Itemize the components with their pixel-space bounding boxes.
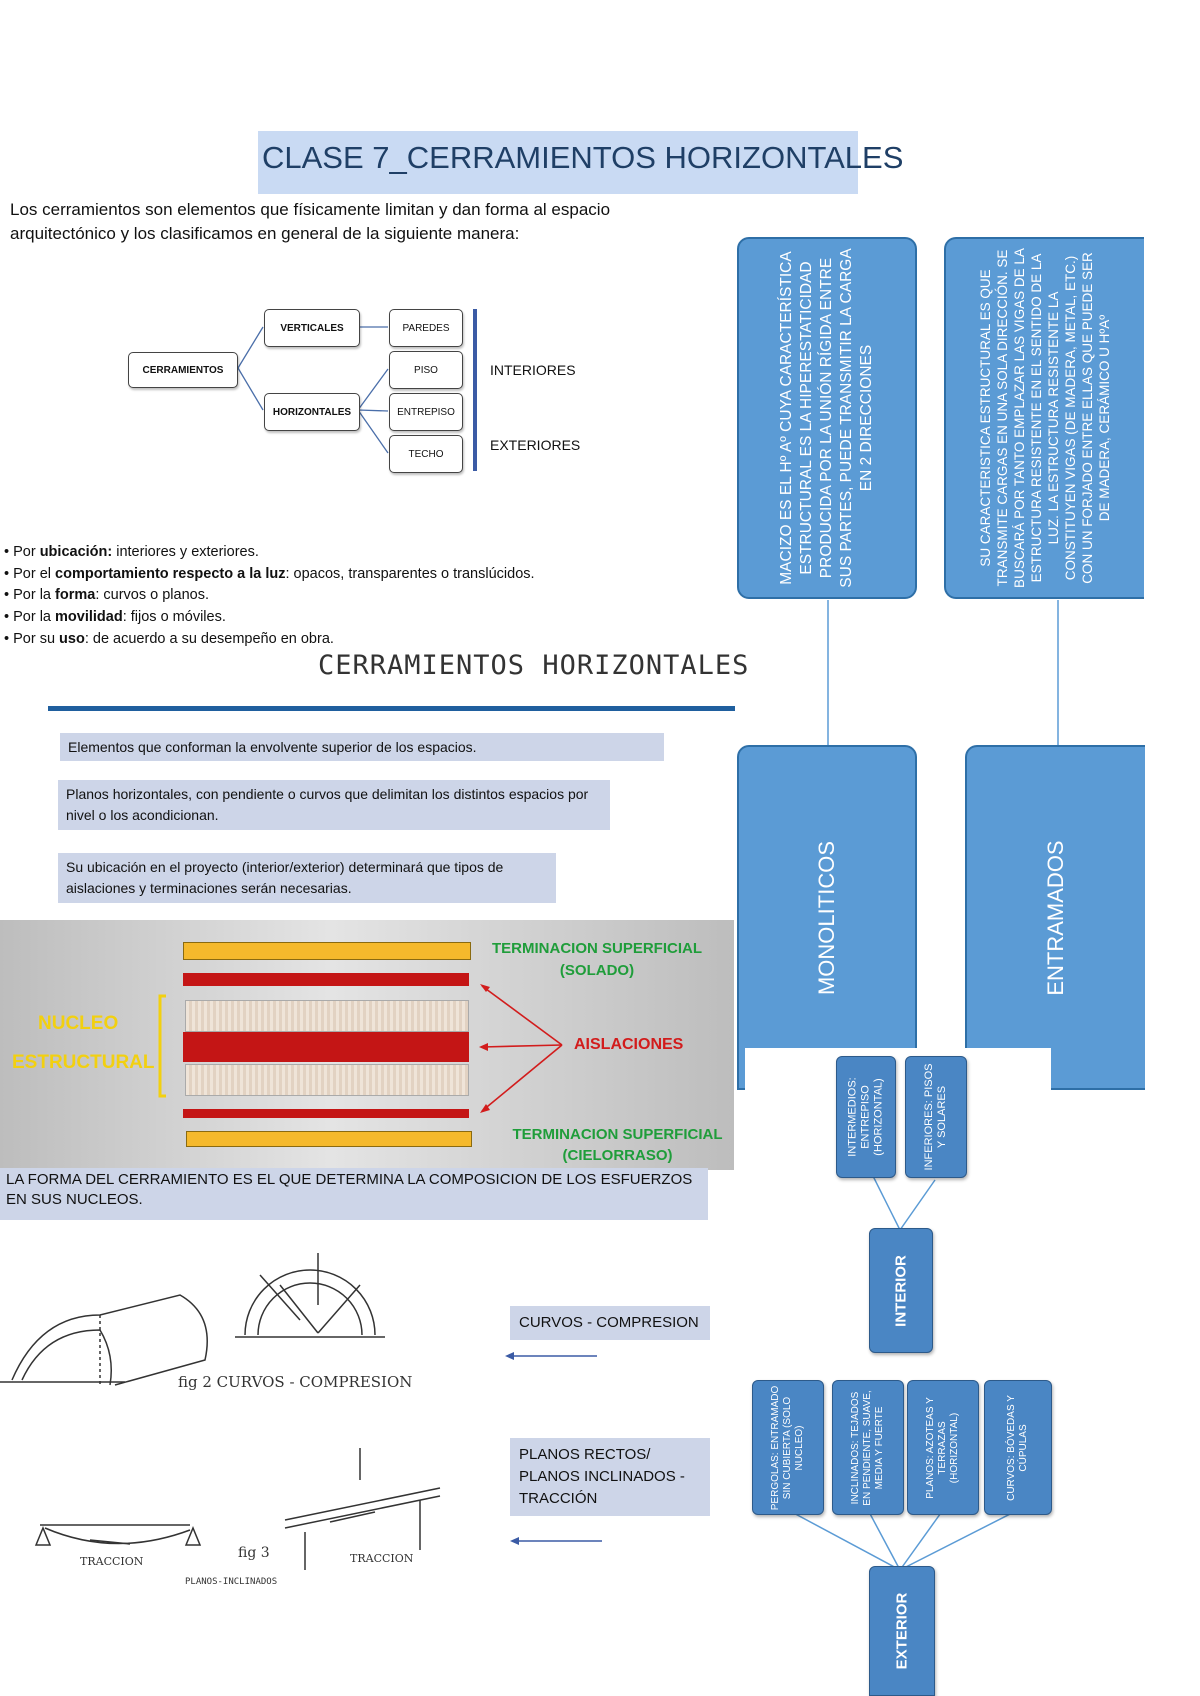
tree-connectors [237,326,389,454]
sketch-traccion-2: TRACCION [350,1552,414,1565]
tree-node-horizontales: HORIZONTALES [264,393,360,431]
section-title: CERRAMIENTOS HORIZONTALES [318,650,750,681]
arrow-left-icon [510,1537,602,1545]
layer-top-finish [183,942,471,960]
tree-node-paredes: PAREDES [389,309,463,347]
sketch-planos [34,1448,441,1570]
classification-bullets: Por ubicación: interiores y exteriores. … [4,542,535,651]
inferiores-box: INFERIORES: PISOS Y SOLARES [905,1056,967,1178]
box-cutout [745,1048,1051,1094]
label-bottom-finish: TERMINACION SUPERFICIAL(CIELORRASO) [512,1126,723,1164]
layers-diagram: TERMINACION SUPERFICIAL(SOLADO) NUCLEO E… [0,920,734,1170]
label-planos-traccion: PLANOS RECTOS/ PLANOS INCLINADOS - TRACC… [510,1438,710,1516]
exterior-box: EXTERIOR [869,1566,935,1696]
layer-core-insulation [183,1032,469,1062]
sketch-caption-fig3: fig 3 [238,1545,270,1561]
bullet-item: Por el comportamiento respecto a la luz:… [4,564,534,586]
monoliticos-box: MONOLITICOS [737,745,917,1090]
curvos-box: CURVOS: BÓVEDAS Y CÚPULAS [984,1380,1052,1515]
tree-node-piso: PISO [389,351,463,389]
bullet-item: Por su uso: de acuerdo a su desempeño en… [4,629,535,651]
macizo-description-box: MACIZO ES EL Hº Aº CUYA CARACTERÍSTICA E… [737,237,917,599]
bullet-item: Por la forma: curvos o planos. [4,585,535,607]
forma-statement: LA FORMA DEL CERRAMIENTO ES EL QUE DETER… [0,1168,708,1220]
label-top-finish: TERMINACION SUPERFICIAL(SOLADO) [492,940,702,979]
layer-top-insulation [183,973,469,986]
info-band-2: Planos horizontales, con pendiente o cur… [58,780,610,830]
planos-box: PLANOS: AZOTEAS Y TERRAZAS (HORIZONTAL) [907,1380,979,1515]
tree-node-cerramientos: CERRAMIENTOS [128,352,238,388]
label-interiores: INTERIORES [490,362,576,378]
bullet-item: Por la movilidad: fijos o móviles. [4,607,535,629]
pergolas-box: PERGOLAS: ENTRAMADO SIN CUBIERTA (SOLO N… [752,1380,824,1515]
layer-bottom-insulation [183,1109,469,1118]
label-estructural: ESTRUCTURAL [12,1052,155,1073]
entramado-description-box: SU CARACTERISTICA ESTRUCTURAL ES QUE TRA… [944,237,1144,599]
label-nucleo: NUCLEO [38,1013,119,1034]
intro-paragraph: Los cerramientos son elementos que físic… [10,200,611,243]
label-exteriores: EXTERIORES [490,437,581,453]
sketch-curvos [0,1253,385,1386]
label-curvos-compresion: CURVOS - COMPRESION [510,1306,710,1340]
section-rule [48,706,735,711]
tree-bracket [473,309,477,471]
tree-node-entrepiso: ENTREPISO [389,393,463,431]
tree-node-techo: TECHO [389,435,463,473]
sketch-caption-fig2: fig 2 CURVOS - COMPRESION [178,1373,413,1391]
info-band-3: Su ubicación en el proyecto (interior/ex… [58,853,556,903]
interior-box: INTERIOR [869,1228,933,1353]
layer-fill-bottom [185,1064,469,1096]
sketch-traccion-1: TRACCION [80,1555,144,1568]
hierarchy-connectors [787,600,1059,1571]
label-aislaciones: AISLACIONES [574,1036,684,1053]
title-background [258,131,858,194]
arrow-left-icon [505,1352,597,1360]
info-band-1: Elementos que conforman la envolvente su… [60,733,664,761]
bullet-item: Por ubicación: interiores y exteriores. [4,542,535,564]
sketch-planos-inclinados: PLANOS-INCLINADOS [185,1577,278,1587]
layer-arrows [158,984,563,1113]
layer-fill-top [185,1000,469,1032]
page-title: CLASE 7_CERRAMIENTOS HORIZONTALES [262,140,904,175]
inclinados-box: INCLINADOS: TEJADOS EN PENDIENTE, SUAVE,… [832,1380,904,1515]
tree-node-verticales: VERTICALES [264,309,360,347]
intermedios-box: INTERMEDIOS: ENTREPISO (HORIZONTAL) [836,1056,896,1178]
layer-bottom-finish [186,1131,472,1147]
entramados-box: ENTRAMADOS [965,745,1145,1090]
